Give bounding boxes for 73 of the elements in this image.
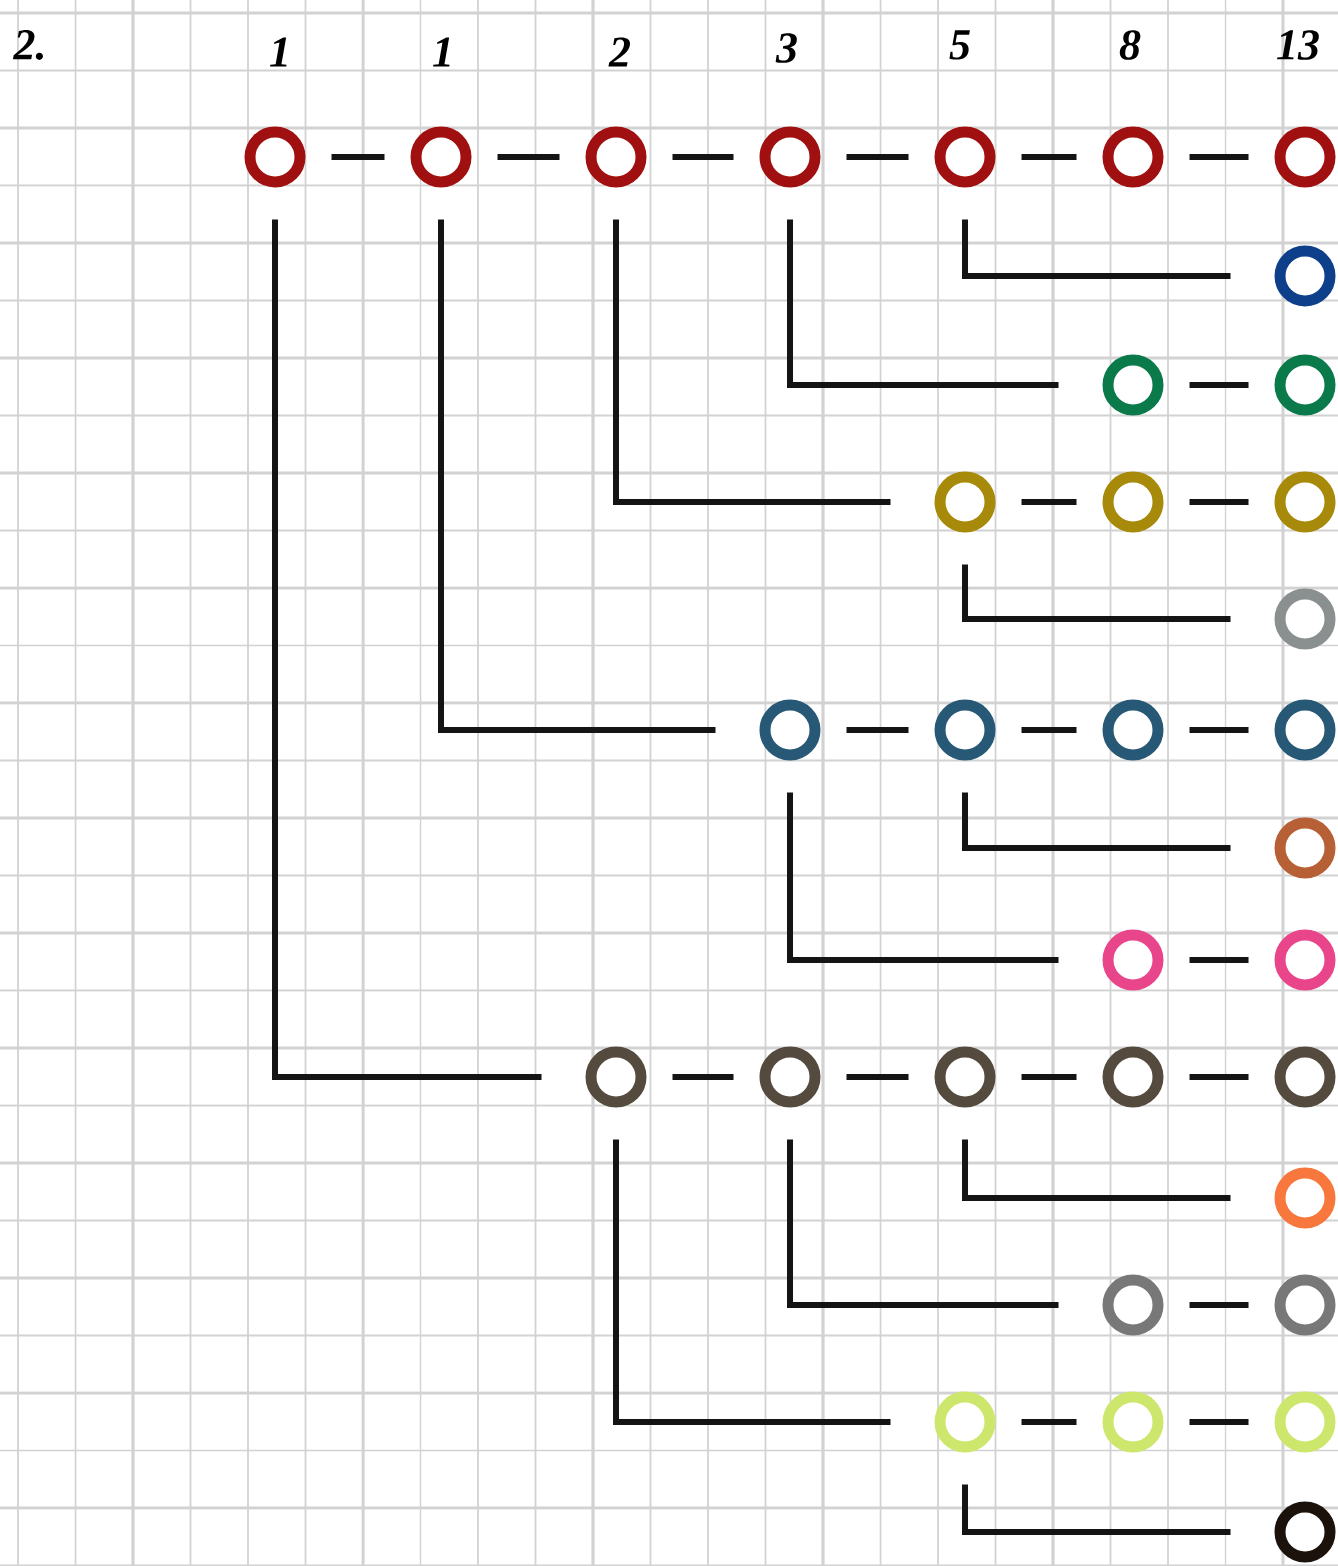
ring-marker [585,1046,647,1108]
branch-connector [962,1484,1231,1535]
column-number: 3 [775,33,797,63]
ring-marker [1102,1046,1164,1108]
dash-connector [1021,1419,1077,1425]
branch-connector [272,219,542,1080]
branch-connector [613,1139,891,1425]
ring-marker [1274,1391,1336,1453]
ring-marker [1274,699,1336,761]
branch-connector [787,219,1059,388]
ring-marker [1102,929,1164,991]
ring-marker [1102,471,1164,533]
dash-connector [331,154,385,160]
ring-marker [934,699,996,761]
dash-connector [1189,1419,1249,1425]
dash-connector [1189,154,1249,160]
dash-connector [1021,499,1077,505]
ring-marker [759,699,821,761]
dash-connector [1021,154,1077,160]
dash-connector [1189,1074,1249,1080]
column-number: 13 [1277,30,1319,60]
dash-connector [497,154,560,160]
branch-connector [962,1139,1231,1201]
dash-connector [1021,1074,1077,1080]
column-number: 2. [12,30,43,60]
ring-marker [759,126,821,188]
ring-marker [759,1046,821,1108]
column-number: 2 [608,37,630,67]
dash-connector [672,1074,734,1080]
dash-connector [846,1074,909,1080]
ring-marker [1274,1501,1336,1563]
ring-marker [1102,126,1164,188]
branch-connector [787,1139,1059,1308]
dash-connector [1189,382,1249,388]
ring-marker [1274,817,1336,879]
ring-marker [1274,1167,1336,1229]
ring-marker [934,471,996,533]
ring-marker [585,126,647,188]
dash-connector [1021,727,1077,733]
ring-marker [1274,471,1336,533]
ring-marker [410,126,472,188]
ring-marker [1274,1046,1336,1108]
ring-marker [934,126,996,188]
dash-connector [672,154,734,160]
dash-connector [1189,957,1249,963]
dash-connector [846,154,909,160]
column-number: 1 [433,37,450,67]
branch-connector [438,219,716,733]
column-number: 8 [1119,30,1141,60]
dash-connector [1189,727,1249,733]
ring-marker [1274,588,1336,650]
column-number: 1 [270,37,287,67]
ring-marker [934,1391,996,1453]
ring-marker [244,126,306,188]
branch-connector [962,219,1231,279]
branch-connector [962,792,1231,851]
ring-marker [1102,1391,1164,1453]
ring-marker [1102,354,1164,416]
ring-marker [1102,1274,1164,1336]
ring-marker [1274,1274,1336,1336]
branch-connector [613,219,891,505]
ring-marker [1274,929,1336,991]
column-number: 5 [949,30,970,60]
ring-marker [1274,126,1336,188]
branch-connector [962,564,1231,622]
dash-connector [1189,499,1249,505]
ring-marker [1274,354,1336,416]
ring-marker [934,1046,996,1108]
ring-marker [1274,245,1336,307]
dash-connector [1189,1302,1249,1308]
branch-connector [787,792,1059,963]
dash-connector [846,727,909,733]
ring-marker [1102,699,1164,761]
